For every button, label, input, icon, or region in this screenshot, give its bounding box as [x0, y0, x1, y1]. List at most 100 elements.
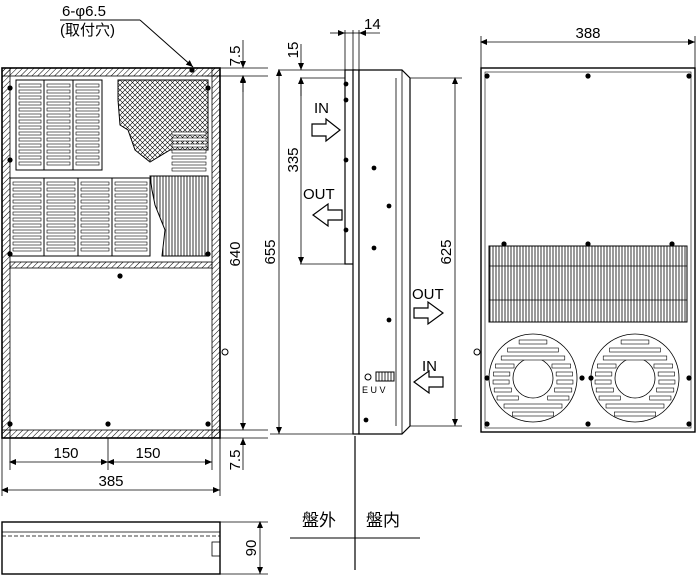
screw-icon [343, 157, 349, 163]
louvre-slat [12, 241, 42, 246]
louvre-slat [46, 83, 71, 88]
louvre-slat [46, 113, 71, 118]
dim-top-margin: 7.5 [227, 46, 244, 67]
louvre-slat [12, 205, 42, 210]
louvre-slat [12, 187, 42, 192]
louvre-slat [114, 205, 148, 210]
mounting-hole-icon [669, 241, 675, 247]
screw-icon [386, 317, 392, 323]
dim-height-640: 640 [227, 241, 244, 266]
mounting-hole-icon [484, 421, 490, 427]
fan-slat [649, 395, 672, 401]
louvre-slat [12, 223, 42, 228]
fan-slat [507, 347, 559, 353]
louvre-slat [75, 119, 100, 124]
louvre-slat [171, 131, 207, 136]
upper-louvre-slats [18, 83, 100, 166]
fan-slat [614, 411, 656, 417]
louvre-slat [171, 137, 207, 142]
louvre-slat [18, 155, 42, 160]
louvre-slat [18, 89, 42, 94]
louvre-slat [114, 223, 148, 228]
fan-slat [594, 379, 612, 385]
airflow-out-upper-icon [311, 202, 343, 228]
fan-slat [512, 411, 554, 417]
louvre-slat [46, 235, 76, 240]
fan-slat [602, 355, 668, 361]
fan-right-icon [590, 333, 680, 423]
louvre-slat [46, 143, 71, 148]
louvre-slat [46, 125, 71, 130]
louvre-slat [46, 137, 71, 142]
louvre-slat [75, 107, 100, 112]
bottom-view: 90 [1, 521, 268, 575]
terminal-label: E U V [362, 385, 386, 395]
louvre-slat [46, 223, 76, 228]
airflow-out-lower: OUT [412, 286, 444, 303]
dim-height-655: 655 [262, 239, 279, 264]
fan-slat [597, 363, 617, 369]
louvre-slat [114, 187, 148, 192]
mounting-hole-icon [579, 375, 585, 381]
dim-pitch-left: 150 [53, 445, 78, 462]
louvre-slat [80, 229, 110, 234]
louvre-slat [12, 235, 42, 240]
fan-slat [493, 387, 512, 393]
fan-slat [595, 371, 613, 377]
mounting-hole-icon [588, 375, 594, 381]
louvre-slat [75, 83, 100, 88]
dim-width-385: 385 [98, 473, 123, 490]
louvre-slat [18, 119, 42, 124]
airflow-in-lower-icon [412, 369, 444, 395]
dim-depth-90: 90 [243, 540, 260, 557]
fan-slat [555, 371, 573, 377]
louvre-slat [46, 107, 71, 112]
dim-side-15: 15 [285, 42, 302, 59]
fan-slat [658, 379, 676, 385]
louvre-slat [75, 95, 100, 100]
louvre-slat [80, 181, 110, 186]
fan-hub [614, 357, 656, 399]
fan-slat [609, 347, 661, 353]
cutaway-slats [171, 131, 207, 172]
airflow-in-upper: IN [314, 100, 329, 117]
louvre-slat [75, 131, 100, 136]
louvre-slat [75, 143, 100, 148]
louvre-slat [171, 155, 207, 160]
mounting-hole-icon [105, 421, 111, 427]
holes-callout: 6-φ6.5 [62, 3, 106, 20]
mounting-hole-icon [205, 85, 211, 91]
screw-icon [343, 81, 349, 87]
front-dimensions: 6-φ6.5 (取付穴) 7.5 640 7.5 150 150 385 [1, 3, 268, 496]
louvre-slat [80, 247, 110, 252]
louvre-slat [46, 95, 71, 100]
fan-slat [518, 339, 548, 345]
louvre-slat [80, 205, 110, 210]
louvre-slat [114, 247, 148, 252]
mounting-hole-icon [189, 67, 195, 73]
louvre-slat [80, 193, 110, 198]
mounting-hole-icon [686, 73, 692, 79]
panel-inside-label: 盤内 [366, 511, 400, 530]
louvre-slat [18, 83, 42, 88]
louvre-slat [114, 193, 148, 198]
louvre-slat [46, 241, 76, 246]
louvre-slat [46, 211, 76, 216]
louvre-slat [18, 137, 42, 142]
louvre-slat [12, 247, 42, 252]
louvre-slat [12, 217, 42, 222]
louvre-slat [114, 181, 148, 186]
louvre-slat [18, 113, 42, 118]
louvre-slat [46, 161, 71, 166]
mounting-hole-icon [7, 251, 13, 257]
fan-left-icon [488, 333, 578, 423]
mounting-hole-icon [117, 273, 123, 279]
louvre-slat [12, 199, 42, 204]
fan-slat [492, 379, 510, 385]
louvre-slat [75, 149, 100, 154]
mounting-hole-icon [686, 375, 692, 381]
louvre-slat [12, 181, 42, 186]
fan-slat [554, 387, 573, 393]
fan-slat [656, 387, 675, 393]
louvre-slat [18, 143, 42, 148]
